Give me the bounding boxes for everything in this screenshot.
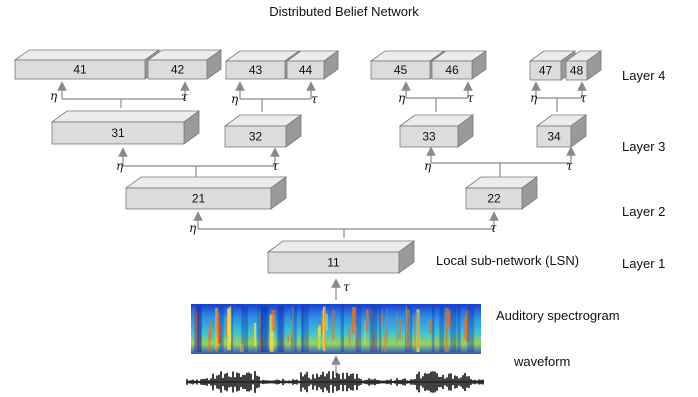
- node-label: 43: [249, 63, 263, 77]
- node-32: 32: [223, 114, 303, 148]
- spectrogram-label: Auditory spectrogram: [496, 308, 620, 323]
- node-label: 21: [192, 192, 206, 206]
- node-21: 21: [124, 176, 288, 210]
- node-label: 46: [445, 63, 459, 77]
- node-label: 33: [422, 130, 436, 144]
- eta-symbol: η: [231, 92, 239, 106]
- node-label: 42: [171, 63, 185, 77]
- node-label: 41: [73, 63, 87, 77]
- node-22: 22: [464, 176, 539, 210]
- auditory-spectrogram-image: [191, 304, 481, 354]
- node-label: 22: [487, 192, 501, 206]
- node-label: 11: [327, 256, 340, 270]
- node-11: 11: [266, 240, 416, 274]
- node-41: 41: [13, 49, 161, 80]
- tau-symbol: τ: [311, 92, 318, 106]
- tau-symbol: τ: [566, 159, 573, 173]
- eta-symbol: η: [50, 89, 58, 103]
- node-47: 47: [528, 50, 577, 81]
- eta-symbol: η: [398, 91, 406, 105]
- waveform-label: waveform: [513, 354, 570, 369]
- eta-symbol: η: [530, 91, 538, 105]
- layer-4-label: Layer 4: [622, 68, 665, 83]
- layer-1-label: Layer 1: [622, 256, 665, 271]
- tau-symbol: τ: [490, 221, 497, 235]
- lsn-label: Local sub-network (LSN): [436, 253, 579, 268]
- tau-symbol: τ: [181, 90, 188, 104]
- node-label: 34: [547, 130, 561, 144]
- node-label: 45: [394, 63, 408, 77]
- node-46: 46: [430, 50, 488, 80]
- node-33: 33: [398, 114, 475, 148]
- node-label: 31: [111, 126, 125, 140]
- layer-2-label: Layer 2: [622, 204, 665, 219]
- eta-symbol: η: [116, 159, 124, 173]
- node-48: 48: [564, 50, 603, 81]
- layer-3-label: Layer 3: [622, 139, 665, 154]
- node-31: 31: [50, 110, 201, 145]
- node-label: 47: [539, 64, 553, 78]
- tau-symbol: τ: [467, 91, 474, 105]
- tau-symbol: τ: [343, 280, 350, 294]
- node-label: 44: [299, 63, 313, 77]
- connector-lines: [57, 81, 587, 376]
- tau-symbol: τ: [272, 159, 279, 173]
- node-42: 42: [146, 49, 223, 80]
- eta-tau-labels: η τ η τ η τ η τ η τ η τ η τ τ: [50, 89, 587, 294]
- tau-symbol: τ: [580, 91, 587, 105]
- node-label: 32: [249, 130, 263, 144]
- network-nodes: 41 42 43 44 45 46 47 48 31 32 33 34 21 22 11: [13, 49, 603, 274]
- eta-symbol: η: [189, 221, 197, 235]
- node-44: 44: [285, 50, 340, 80]
- eta-symbol: η: [424, 159, 432, 173]
- node-label: 48: [570, 64, 584, 78]
- node-34: 34: [535, 114, 588, 148]
- diagram-title: Distributed Belief Network: [269, 4, 419, 19]
- waveform-image: [186, 371, 484, 393]
